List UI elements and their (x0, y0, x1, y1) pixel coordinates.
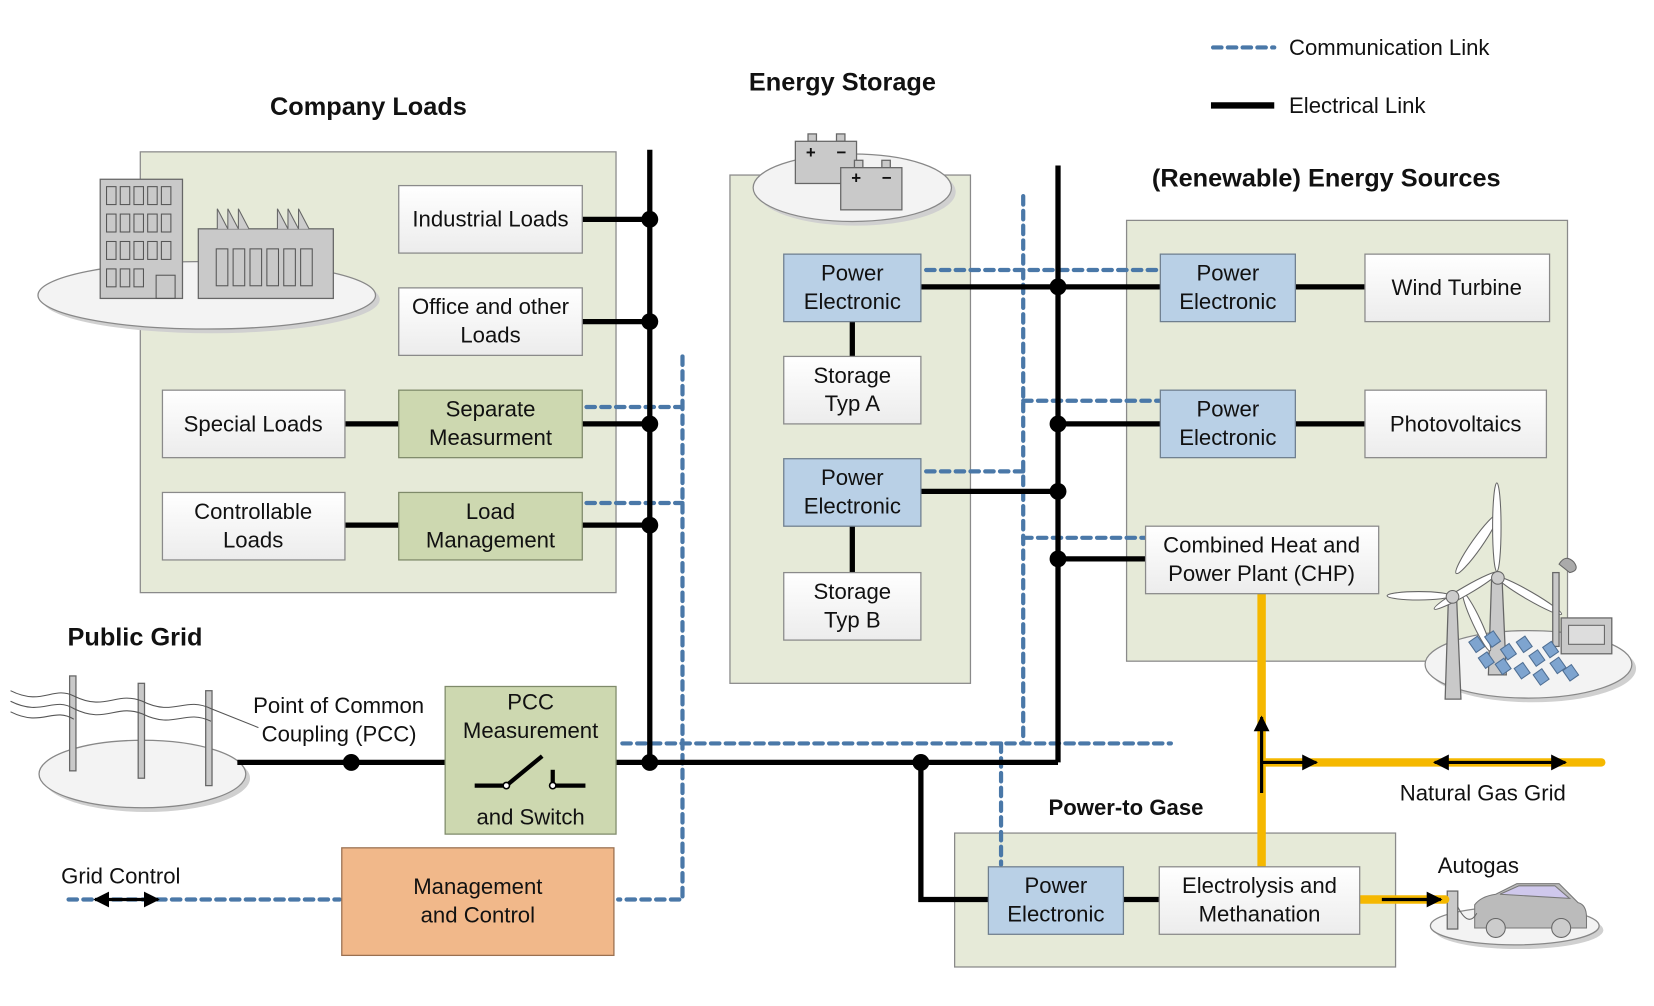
pcc-box-label-line1: PCC (507, 690, 554, 715)
controllable-loads-box[interactable]: Controllable Loads (161, 491, 346, 561)
industrial-loads-box[interactable]: Industrial Loads (398, 184, 583, 254)
load-management-label-line1: Load (466, 499, 515, 524)
separate-measurement-label-line1: Separate (446, 397, 536, 422)
power-pylons-icon (10, 675, 259, 812)
wind-pe-label-line2: Electronic (1179, 289, 1276, 314)
industrial-loads-label: Industrial Loads (412, 207, 568, 232)
storage-power-electronic-2[interactable]: Power Electronic (783, 458, 922, 527)
junction-nodes (342, 210, 1067, 771)
svg-text:−: − (836, 143, 846, 162)
grid-control-label: Grid Control (61, 864, 180, 889)
photovoltaics-label: Photovoltaics (1390, 411, 1522, 436)
pcc-box-label-line2: Measurement (463, 718, 598, 743)
storage-typ-b-label-line1: Storage (814, 579, 892, 604)
p2g-pe-label-line1: Power (1025, 873, 1088, 898)
pcc-label-line1: Point of Common (253, 693, 424, 718)
svg-text:−: − (882, 168, 892, 187)
electrolysis-label-line2: Methanation (1199, 902, 1321, 927)
controllable-loads-label-line2: Loads (223, 527, 283, 552)
controllable-loads-label-line1: Controllable (194, 499, 312, 524)
renewable-sources-title: (Renewable) Energy Sources (1152, 165, 1501, 193)
storage-power-electronic-1[interactable]: Power Electronic (783, 253, 922, 323)
autogas-label: Autogas (1438, 853, 1519, 878)
special-loads-label: Special Loads (184, 411, 323, 436)
p2g-power-electronic-box[interactable]: Power Electronic (987, 866, 1125, 935)
chp-label-line1: Combined Heat and (1163, 533, 1360, 558)
electrolysis-label-line1: Electrolysis and (1182, 873, 1337, 898)
separate-measurement-box[interactable]: Separate Measurment (398, 389, 583, 459)
autogas-car-icon (1429, 883, 1604, 950)
management-control-box[interactable]: Management and Control (341, 847, 615, 957)
public-grid-title: Public Grid (68, 623, 203, 651)
management-label-line2: and Control (421, 903, 535, 928)
wind-solar-chp-icon (1386, 482, 1637, 703)
chp-label-line2: Power Plant (CHP) (1168, 561, 1355, 586)
company-loads-title: Company Loads (270, 93, 467, 121)
pv-power-electronic-box[interactable]: Power Electronic (1159, 389, 1296, 459)
switch-icon (474, 754, 586, 790)
power-to-gas-title: Power-to Gase (1049, 795, 1204, 820)
storage-typ-a-label-line1: Storage (814, 363, 892, 388)
storage-typ-a-box[interactable]: Storage Typ A (783, 355, 922, 425)
photovoltaics-box[interactable]: Photovoltaics (1364, 389, 1548, 459)
load-management-box[interactable]: Load Management (398, 491, 583, 561)
load-management-label-line2: Management (426, 527, 555, 552)
wind-power-electronic-box[interactable]: Power Electronic (1159, 253, 1296, 323)
storage-pe2-label-line2: Electronic (804, 494, 901, 519)
legend-electrical-label: Electrical Link (1289, 93, 1426, 118)
storage-typ-b-label-line2: Typ B (824, 607, 881, 632)
pcc-measurement-switch-box[interactable]: PCC Measurement and Switch (444, 685, 617, 835)
storage-pe1-label-line1: Power (821, 261, 884, 286)
wind-pe-label-line1: Power (1196, 261, 1259, 286)
storage-pe1-label-line2: Electronic (804, 289, 901, 314)
svg-text:+: + (851, 168, 861, 187)
storage-typ-b-box[interactable]: Storage Typ B (783, 571, 922, 641)
company-buildings-icon (37, 178, 380, 334)
gas-links (1253, 589, 1606, 908)
energy-storage-title: Energy Storage (749, 69, 936, 97)
office-loads-label-line2: Loads (460, 323, 520, 348)
pcc-label-line2: Coupling (PCC) (262, 721, 417, 746)
legend: Communication Link Electrical Link (1210, 35, 1490, 118)
legend-communication-label: Communication Link (1289, 35, 1490, 60)
special-loads-box[interactable]: Special Loads (161, 389, 346, 459)
chp-box[interactable]: Combined Heat and Power Plant (CHP) (1144, 525, 1380, 595)
pcc-box-label-line3: and Switch (476, 805, 584, 830)
storage-pe2-label-line1: Power (821, 465, 884, 490)
battery-icon: +− +− (752, 133, 956, 226)
office-loads-label-line1: Office and other (412, 294, 569, 319)
natural-gas-grid-label: Natural Gas Grid (1400, 780, 1566, 805)
svg-text:+: + (806, 143, 816, 162)
office-loads-box[interactable]: Office and other Loads (398, 287, 583, 357)
wind-turbine-box[interactable]: Wind Turbine (1364, 253, 1551, 323)
storage-typ-a-label-line2: Typ A (825, 391, 881, 416)
electrolysis-methanation-box[interactable]: Electrolysis and Methanation (1158, 866, 1361, 935)
electrical-links (237, 149, 1365, 903)
pv-pe-label-line2: Electronic (1179, 425, 1276, 450)
pv-pe-label-line1: Power (1196, 397, 1259, 422)
wind-turbine-label: Wind Turbine (1392, 275, 1522, 300)
management-label-line1: Management (413, 874, 542, 899)
p2g-pe-label-line2: Electronic (1007, 902, 1104, 927)
separate-measurement-label-line2: Measurment (429, 425, 552, 450)
